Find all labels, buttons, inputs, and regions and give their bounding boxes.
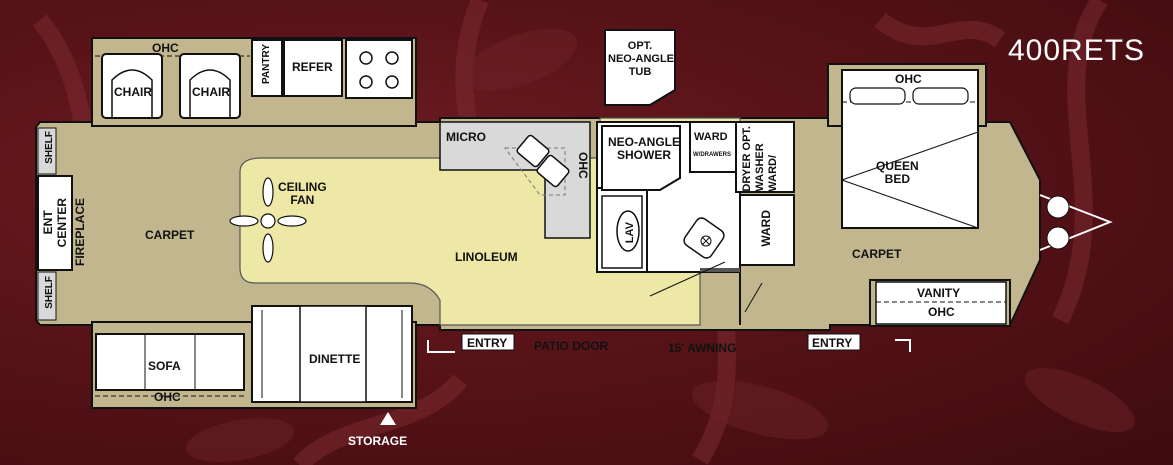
queen-bed-label: QUEEN BED (876, 159, 919, 186)
ohc-front-label: OHC (152, 41, 179, 55)
fireplace-label: FIREPLACE (73, 198, 87, 267)
refer-label: REFER (292, 60, 333, 74)
ohc-vanity-label: OHC (928, 305, 955, 319)
ohc-kitchen-label: OHC (576, 152, 590, 179)
pantry-label: PANTRY (261, 44, 272, 84)
ohc-sofa-label: OHC (154, 390, 181, 404)
ward-label: WARD (759, 210, 773, 247)
opt-tub-label: OPT. NEO-ANGLE TUB (608, 40, 674, 78)
shelf-top-label: SHELF (44, 131, 55, 164)
ward-drawers-sublabel: W/DRAWERS (693, 152, 731, 158)
ent-center-label: ENT CENTER (41, 198, 69, 248)
sofa-label: SOFA (148, 359, 181, 373)
lav-label: LAV (624, 222, 636, 244)
carpet-bedroom-label: CARPET (852, 247, 902, 261)
chair-label-2: CHAIR (192, 85, 230, 99)
linoleum-label: LINOLEUM (455, 250, 518, 264)
entry-right-label: ENTRY (812, 336, 853, 350)
carpet-living-label: CARPET (145, 228, 195, 242)
vanity-label: VANITY (917, 286, 961, 300)
ohc-bedroom-label: OHC (895, 72, 922, 86)
micro-label: MICRO (446, 130, 486, 144)
entry-left-label: ENTRY (467, 336, 508, 350)
ward-drawers-label: WARD (694, 131, 728, 143)
storage-label: STORAGE (348, 434, 408, 448)
awning-label: 15' AWNING (668, 341, 737, 355)
dryer-washer-label: DRYER OPT. WASHER WARD/ (741, 126, 779, 192)
model-name: 400RETS (1008, 34, 1146, 67)
dinette-label: DINETTE (309, 352, 361, 366)
patio-door-label: PATIO DOOR (534, 339, 609, 353)
ceiling-fan-label: CEILING FAN (278, 180, 327, 207)
neo-angle-shower-label: NEO-ANGLE SHOWER (608, 135, 680, 162)
chair-label-1: CHAIR (114, 85, 152, 99)
shelf-bottom-label: SHELF (44, 276, 55, 309)
